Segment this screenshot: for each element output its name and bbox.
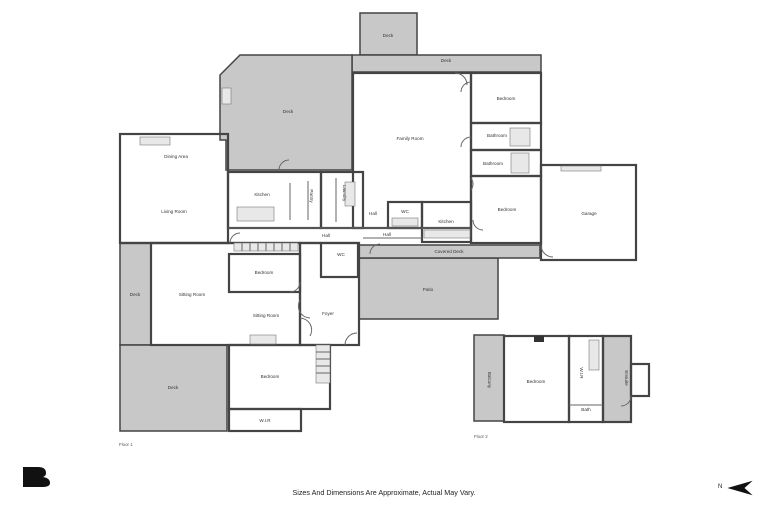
label-bedroom-2: Bedroom <box>498 207 517 212</box>
dining-table-icon <box>139 136 171 146</box>
label-living-room: Living Room <box>161 209 187 214</box>
label-kitchen-1: Kitchen <box>254 192 270 197</box>
label-wir: W.I.R <box>259 418 271 423</box>
label-laundry: Laundry <box>342 185 347 202</box>
label-bedroom-3: Bedroom <box>255 270 274 275</box>
label-deck-lower: Deck <box>168 385 179 390</box>
label-bedroom-1: Bedroom <box>497 96 516 101</box>
dining-living-walls <box>118 132 230 245</box>
floor-1-label: Floor 1 <box>119 442 133 447</box>
label-sitting-room-1: Sitting Room <box>179 292 205 297</box>
family-room-walls <box>351 71 473 230</box>
label-deck-top: Deck <box>383 33 394 38</box>
label-pantry: Pantry <box>309 189 314 203</box>
floor-2-label: Floor 2 <box>474 434 488 439</box>
wir-walls <box>227 407 303 433</box>
laundry-fixture-icon <box>344 181 356 207</box>
label-family-room: Family Room <box>396 136 423 141</box>
bath-fixture-icon <box>509 127 531 147</box>
label-bath-2: Bath <box>581 407 591 412</box>
label-ensuite: Ensuite <box>624 370 629 386</box>
bedroom-4-walls <box>227 343 332 411</box>
laundry-walls <box>319 170 365 230</box>
label-sitting-room-2: Sitting Room <box>253 313 279 318</box>
stairs-floor-1 <box>233 242 331 384</box>
label-balcony: Balcony <box>487 372 492 389</box>
chimney-icon <box>534 336 544 342</box>
label-covered-deck: Covered Deck <box>434 249 464 254</box>
balcony-area <box>473 334 505 422</box>
sitting-room-walls <box>149 241 302 347</box>
garage-walls <box>539 163 638 262</box>
fireplace-2-icon <box>249 334 277 345</box>
label-kitchen-2: Kitchen <box>438 219 454 224</box>
label-garage: Garage <box>581 211 597 216</box>
label-deck-main: Deck <box>283 109 294 114</box>
label-hall-1: Hall <box>369 211 377 216</box>
ensuite-bath-walls <box>629 362 651 398</box>
label-bedroom-5: Bedroom <box>527 379 546 384</box>
label-wir-2: W.I.R <box>579 367 584 379</box>
label-hall-2: Hall <box>383 232 391 237</box>
disclaimer-text: Sizes And Dimensions Are Approximate, Ac… <box>292 488 476 497</box>
label-bathroom-1: Bathroom <box>487 133 507 138</box>
wc-fixture-icon <box>391 217 419 227</box>
label-dining-area: Dining Area <box>164 154 188 159</box>
bathroom-2-walls <box>469 148 543 178</box>
label-wc-2: WC <box>337 252 345 257</box>
label-deck-left: Deck <box>130 292 141 297</box>
garage-window-icon <box>560 165 602 172</box>
kitchen-2-bench-icon <box>423 229 471 239</box>
kitchen-2-walls <box>420 200 473 244</box>
foyer-walls <box>298 241 361 347</box>
label-bedroom-4: Bedroom <box>261 374 280 379</box>
wc-2-walls <box>319 241 360 279</box>
north-arrow-icon <box>727 480 753 496</box>
label-deck-strip: Deck <box>441 58 452 63</box>
brand-logo-icon <box>23 467 50 487</box>
stairs-floor-2 <box>588 339 600 371</box>
north-compass: N <box>716 478 756 500</box>
label-bathroom-2: Bathroom <box>483 161 503 166</box>
label-patio: Patio <box>423 287 434 292</box>
kitchen-island <box>236 206 275 222</box>
label-wc-1: WC <box>401 209 409 214</box>
fireplace-icon <box>221 87 232 105</box>
north-label: N <box>718 484 723 490</box>
label-hall-3: Hall <box>322 233 330 238</box>
deck-lower-area <box>119 344 228 432</box>
shower-fixture-icon <box>510 152 530 174</box>
label-foyer: Foyer <box>322 311 334 316</box>
deck-top-area <box>359 12 418 56</box>
